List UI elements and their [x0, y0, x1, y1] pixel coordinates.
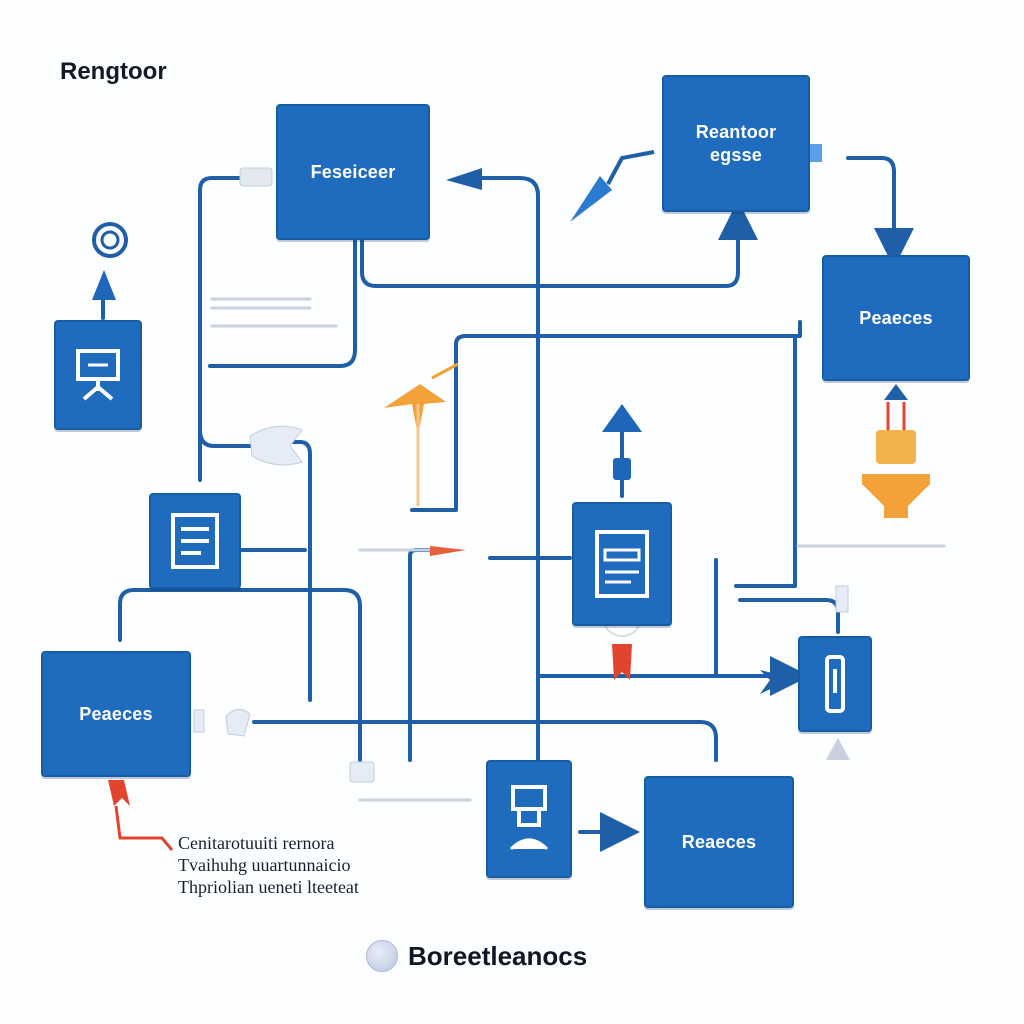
process-box-left[interactable]: Peaeces	[41, 651, 191, 777]
legend-label: Boreetleanocs	[408, 940, 588, 971]
process-box-right-label: Peaeces	[859, 307, 933, 328]
form-icon	[595, 530, 649, 598]
document-box[interactable]	[149, 493, 241, 589]
funnel-connector	[884, 384, 908, 400]
device-box[interactable]	[798, 636, 872, 732]
funnel-top	[876, 430, 916, 464]
caption-line-1: Cenitarotuuiti rernora	[178, 833, 335, 853]
arrow-up-icon	[602, 404, 642, 432]
ring-icon	[92, 222, 128, 258]
form-box[interactable]	[572, 502, 672, 626]
connector-top-to-right	[360, 200, 758, 288]
process-box-right[interactable]: Peaeces	[822, 255, 970, 381]
ring-arrow	[92, 270, 116, 300]
legend: Boreetleanocs	[366, 940, 587, 972]
process-box-left-label: Peaeces	[79, 703, 153, 724]
pointer-red	[430, 546, 466, 556]
legend-dot-icon	[366, 940, 398, 972]
connector-left-trunk	[198, 176, 272, 482]
plug-left	[239, 167, 273, 187]
red-hook	[114, 805, 174, 851]
caption-line-3: Thpriolian ueneti lteeteat	[178, 877, 359, 897]
plug-bottom	[225, 709, 251, 737]
connector-right-vertical	[734, 334, 797, 588]
connector-left-mid-2	[288, 440, 312, 702]
monitor-box[interactable]	[54, 320, 142, 430]
connector-central-vertical	[468, 176, 540, 762]
connector-right-vertical-2	[738, 598, 840, 634]
bracket-right	[835, 585, 849, 613]
connector-doc-down	[118, 588, 362, 762]
orange-arrow-icon	[384, 384, 446, 436]
diagram-caption: Cenitarotuuiti rernora Tvaihuhg uuartunn…	[178, 832, 438, 898]
connector-left-mid	[198, 428, 252, 448]
caption-line-2: Tvaihuhg uuartunnaicio	[178, 855, 351, 875]
red-arrow-icon	[612, 644, 632, 680]
rocket-link	[606, 150, 655, 185]
process-box-top-center-label: Feseiceer	[310, 161, 396, 182]
process-box-top-right-label: Reantoor egsse	[695, 122, 777, 165]
orange-arrow-link	[431, 362, 459, 380]
connector-bottom-bus	[252, 720, 718, 762]
arrow-up-stem	[613, 458, 631, 480]
document-icon	[171, 513, 219, 569]
process-box-top-center[interactable]: Feseiceer	[276, 104, 430, 240]
arrow-down-icon	[826, 738, 850, 760]
ring-inner	[100, 230, 120, 250]
connector-right-down	[846, 156, 914, 268]
plug-top-right	[810, 144, 822, 162]
connector-upper-bus	[454, 320, 802, 362]
plug-right	[193, 709, 205, 733]
person-box[interactable]	[486, 760, 572, 878]
person-icon	[509, 785, 549, 851]
plug-bottom-left	[349, 761, 375, 783]
device-icon	[825, 655, 845, 713]
arrow-left-icon	[446, 168, 482, 190]
process-box-bottom-label: Reaeces	[681, 831, 757, 852]
gear-icon	[249, 425, 303, 466]
rocket-icon	[570, 176, 612, 222]
connector-upper-bus-drop	[410, 358, 458, 512]
red-arrow-left-icon	[108, 780, 130, 806]
connector-mid-left	[408, 548, 434, 762]
arrow-right-icon	[760, 670, 794, 694]
funnel-icon	[862, 474, 930, 518]
process-box-bottom[interactable]: Reaeces	[644, 776, 794, 908]
diagram-title: Rengtoor	[60, 58, 167, 85]
connector-top-loop	[208, 238, 357, 368]
monitor-icon	[76, 349, 120, 401]
process-box-top-right[interactable]: Reantoor egsse	[662, 75, 810, 212]
